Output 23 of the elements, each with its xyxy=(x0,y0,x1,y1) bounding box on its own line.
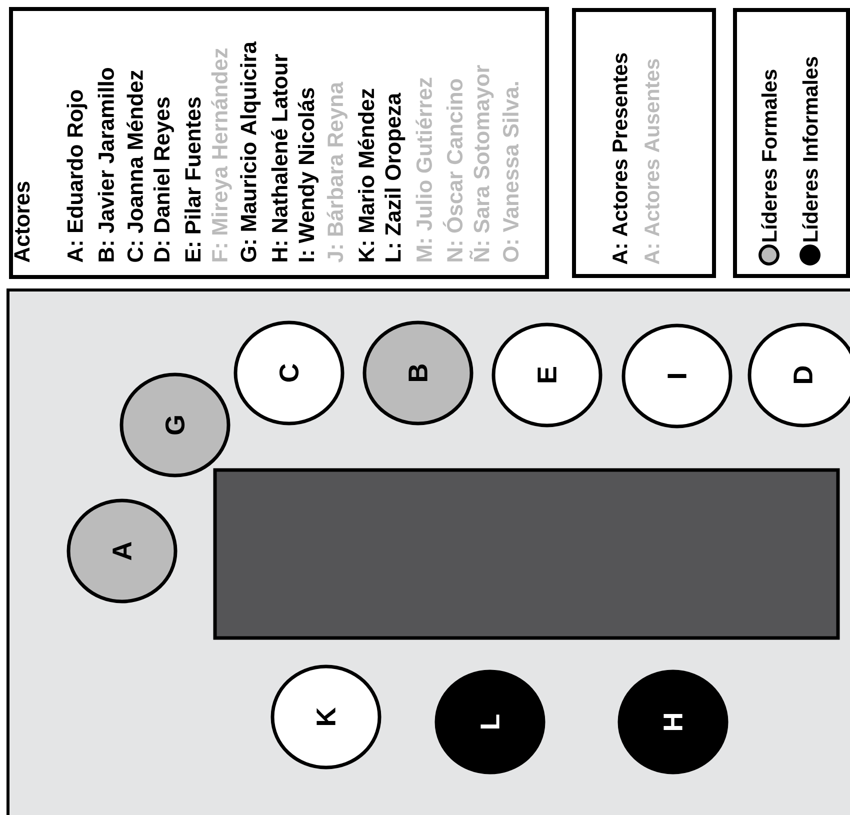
actor-name: F: Mireya Hernández xyxy=(211,48,232,262)
legend-label: Líderes Informales xyxy=(802,56,818,242)
actor-list-panel xyxy=(9,7,549,279)
actor-name: K: Mario Méndez xyxy=(358,88,374,262)
actor-name: E: Pilar Fuentes xyxy=(184,97,201,262)
panel-heading: Actores xyxy=(14,182,30,262)
actor-name: H: Nathalené Latour xyxy=(271,54,288,262)
actor-name: L: Zazil Oropeza xyxy=(384,92,406,262)
actor-name: Ñ: Sara Sotomayor xyxy=(470,65,494,262)
actor-name: O: Vanessa Silva. xyxy=(502,82,519,262)
actor-name: D: Daniel Reyes xyxy=(153,97,174,262)
actor-name: B: Javier Jaramillo xyxy=(98,68,114,262)
legend-label: Líderes Formales xyxy=(761,70,777,242)
legend-entry: A: Actores Presentes xyxy=(612,53,628,264)
actor-name: I: Wendy Nicolás xyxy=(298,88,319,262)
table xyxy=(213,468,840,640)
actor-name: G: Mauricio Alquicira xyxy=(240,41,261,262)
actor-name: M: Julio Gutiérrez xyxy=(416,78,432,262)
actor-name: J: Bárbara Reyna xyxy=(326,82,348,262)
actor-name: A: Eduardo Rojo xyxy=(66,90,88,262)
actor-name: N: Óscar Cancino xyxy=(442,79,463,262)
legend-entry: A: Actores Ausentes xyxy=(644,59,660,264)
actor-name: C: Joanna Méndez xyxy=(126,70,143,262)
